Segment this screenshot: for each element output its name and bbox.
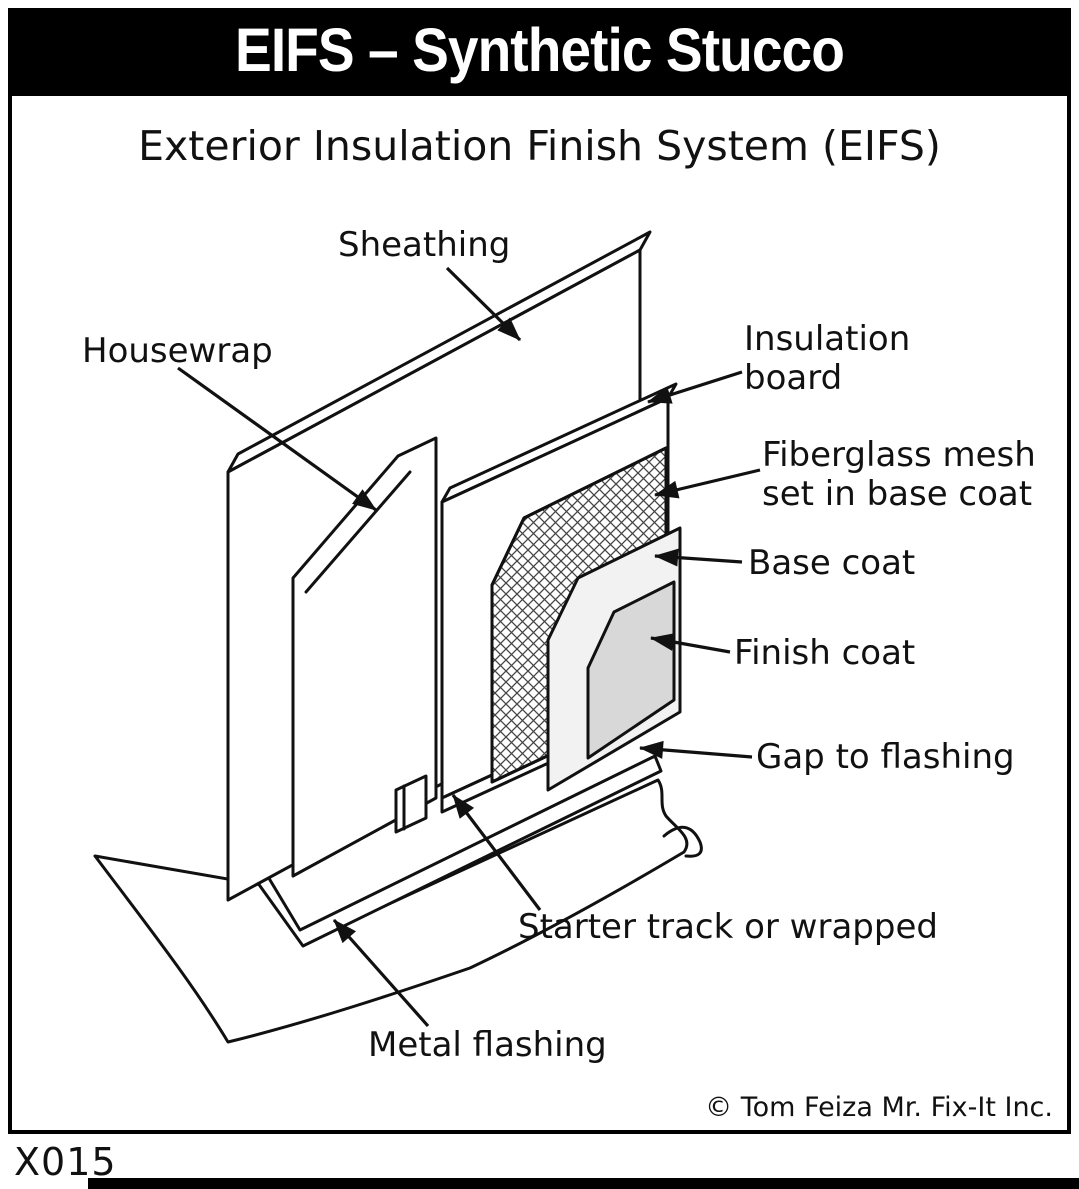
document-code: X015 (14, 1140, 117, 1184)
label-base-coat: Base coat (748, 543, 916, 583)
diagram-frame (8, 92, 1071, 1134)
copyright-text: © Tom Feiza Mr. Fix-It Inc. (705, 1092, 1053, 1123)
bottom-border-strip (88, 1178, 1079, 1189)
label-housewrap: Housewrap (82, 331, 273, 371)
label-sheathing: Sheathing (338, 225, 511, 265)
page-title: EIFS – Synthetic Stucco (235, 15, 845, 85)
label-finish-coat: Finish coat (734, 633, 916, 673)
label-insulation-board: Insulation board (744, 319, 911, 399)
label-fiberglass-mesh: Fiberglass mesh set in base coat (762, 435, 1036, 515)
label-gap-to-flashing: Gap to flashing (756, 737, 1015, 777)
label-metal-flashing: Metal flashing (368, 1025, 607, 1065)
title-bar: EIFS – Synthetic Stucco (8, 8, 1071, 92)
label-starter-track: Starter track or wrapped (518, 907, 938, 947)
diagram-subtitle: Exterior Insulation Finish System (EIFS) (138, 122, 941, 170)
